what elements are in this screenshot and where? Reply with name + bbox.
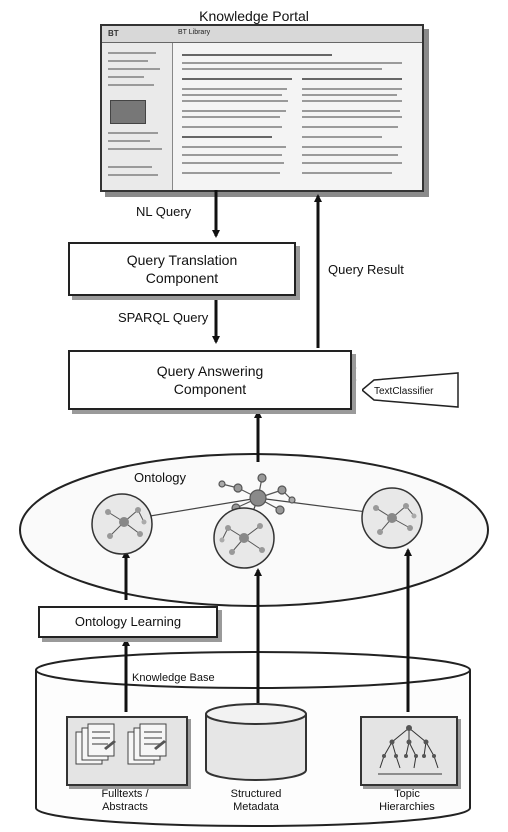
portal-content-line [182, 88, 287, 90]
portal-content-line [182, 172, 280, 174]
portal-content-line [302, 136, 382, 138]
portal-content-line [182, 154, 282, 156]
documents-icon [75, 723, 167, 765]
text-classifier-shape [362, 372, 459, 408]
portal-sidebar-line [108, 76, 144, 78]
sparql-query-label: SPARQL Query [118, 310, 209, 325]
portal-sidebar-line [108, 140, 150, 142]
portal-sidebar-line [108, 132, 158, 134]
portal-sidebar-line [108, 84, 154, 86]
portal-library-title: BT Library [178, 29, 211, 36]
query-answering-component: Query Answering Component [68, 350, 352, 410]
portal-content-heading [182, 136, 272, 138]
ontology-label: Ontology [134, 470, 187, 485]
portal-content-line [302, 172, 392, 174]
structured-caption-line2: Metadata [233, 801, 279, 813]
portal-content-line [302, 94, 397, 96]
portal-brand-logo: BT [108, 29, 119, 38]
portal-content-line [182, 110, 286, 112]
portal-content-line [182, 62, 402, 64]
query-answering-line2: Component [173, 381, 247, 397]
fulltexts-caption-line1: Fulltexts / [101, 788, 149, 800]
portal-content-line [182, 162, 284, 164]
ontology-right-cluster [361, 487, 423, 549]
portal-sidebar-line [108, 52, 156, 54]
portal-content-line [182, 68, 382, 70]
portal-content-line [182, 126, 282, 128]
portal-content-line [182, 94, 282, 96]
portal-sidebar-line [108, 60, 148, 62]
ontology-middle-cluster [213, 507, 275, 569]
knowledge-base-label: Knowledge Base [132, 672, 215, 684]
topic-hierarchies-source [360, 716, 458, 786]
text-classifier-label: TextClassifier [374, 386, 434, 397]
topic-hierarchies-caption: Topic Hierarchies [360, 788, 454, 814]
query-answering-line1: Query Answering [156, 363, 264, 379]
portal-content-line [302, 110, 400, 112]
topics-caption-line2: Hierarchies [379, 801, 435, 813]
fulltexts-caption-line2: Abstracts [102, 801, 148, 813]
knowledge-portal-title: Knowledge Portal [199, 8, 309, 24]
text-classifier-callout: TextClassifier [362, 371, 462, 409]
portal-content-line [302, 126, 398, 128]
nl-query-label: NL Query [136, 204, 192, 219]
portal-content-heading [182, 54, 332, 56]
fulltexts-abstracts-source [66, 716, 188, 786]
portal-sidebar-line [108, 148, 162, 150]
knowledge-portal-screenshot: BT BT Library [100, 24, 424, 192]
portal-content-line [302, 88, 402, 90]
portal-content-line [302, 100, 402, 102]
portal-sidebar-line [108, 68, 160, 70]
query-translation-component: Query Translation Component [68, 242, 296, 296]
ontology-learning-label: Ontology Learning [74, 614, 182, 629]
portal-content-line [182, 116, 280, 118]
portal-content-line [302, 116, 402, 118]
portal-thumbnail-image [110, 100, 146, 124]
database-icon [205, 703, 307, 781]
portal-content-line [182, 146, 286, 148]
query-translation-line2: Component [145, 270, 219, 286]
portal-header-bar [102, 26, 422, 43]
portal-content-heading [302, 78, 402, 80]
structured-metadata-caption: Structured Metadata [206, 788, 306, 814]
ontology-learning-component: Ontology Learning [38, 606, 218, 638]
portal-content-line [302, 154, 398, 156]
portal-sidebar-line [108, 166, 152, 168]
hierarchy-tree-icon [378, 725, 442, 775]
portal-content-line [302, 146, 402, 148]
portal-content-line [302, 162, 402, 164]
query-result-label: Query Result [328, 262, 404, 277]
ontology-left-cluster [91, 493, 153, 555]
topics-caption-line1: Topic [394, 788, 420, 800]
portal-content-line [182, 100, 288, 102]
portal-sidebar-line [108, 174, 158, 176]
portal-content-heading [182, 78, 292, 80]
fulltexts-caption: Fulltexts / Abstracts [66, 788, 184, 814]
structured-caption-line1: Structured [230, 788, 282, 800]
query-translation-line1: Query Translation [126, 252, 238, 268]
